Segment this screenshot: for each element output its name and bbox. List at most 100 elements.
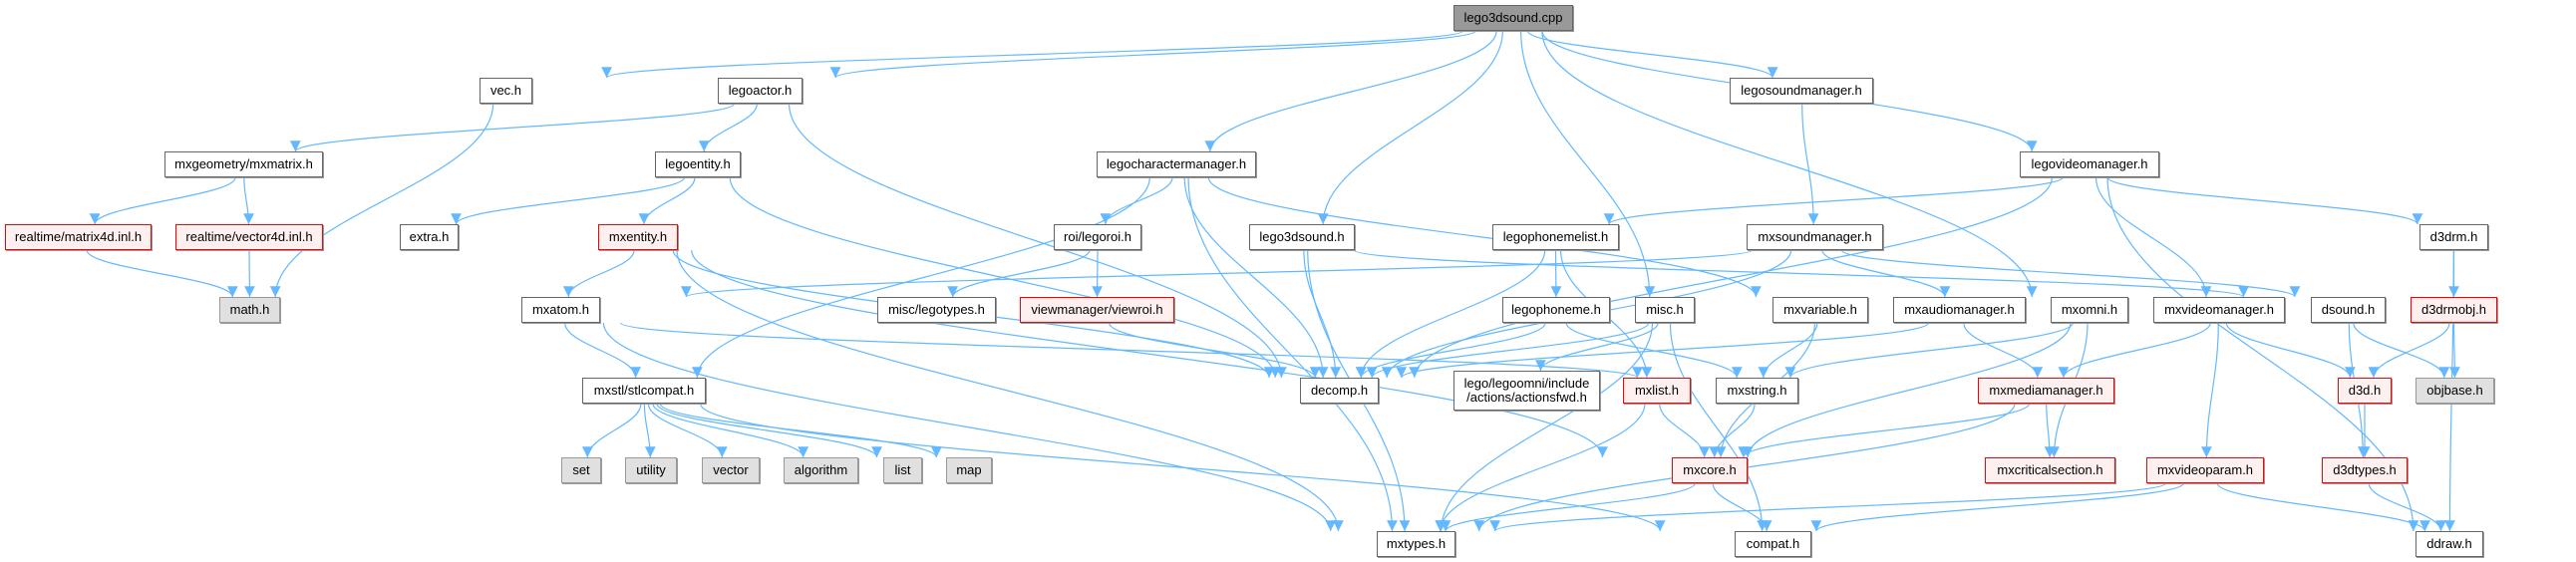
node-math[interactable]: math.h <box>219 297 280 323</box>
edge-mxentity-to-mxtypes <box>676 249 1344 532</box>
node-legophoneme[interactable]: legophoneme.h <box>1502 297 1610 323</box>
node-legophonemelist[interactable]: legophonemelist.h <box>1492 224 1619 250</box>
edge-legovideomanager-to-d3drm <box>2106 176 2423 225</box>
edge-root-to-mxomni <box>1541 30 2038 298</box>
edge-legocharactermanager-to-stlcompat <box>692 176 1150 379</box>
edge-root-to-legoactor <box>830 30 1476 79</box>
node-mxvariable[interactable]: mxvariable.h <box>1772 297 1868 323</box>
edge-mxomni-to-mxcore <box>1742 322 2072 458</box>
edge-mxvideoparam-to-ddraw <box>2216 482 2430 532</box>
node-mxomni[interactable]: mxomni.h <box>2051 297 2128 323</box>
node-misc[interactable]: misc.h <box>1635 297 1695 323</box>
edge-legoactor-to-mxmatrix <box>290 103 736 152</box>
edge-root-to-lego3dsoundh <box>1317 30 1503 225</box>
edge-legocharactermanager-to-legoroi <box>1100 176 1173 225</box>
edge-viewroi-to-decomp <box>1109 322 1321 379</box>
node-extra[interactable]: extra.h <box>400 224 459 250</box>
edge-mxcore-to-compat <box>1712 482 1772 532</box>
node-mxmatrix[interactable]: mxgeometry/mxmatrix.h <box>164 151 323 177</box>
node-vector4d[interactable]: realtime/vector4d.inl.h <box>175 224 323 250</box>
node-list[interactable]: list <box>883 457 922 483</box>
node-d3drm[interactable]: d3drm.h <box>2419 224 2488 250</box>
edge-legocharactermanager-to-mxtypes <box>1187 176 1398 532</box>
node-matrix4d[interactable]: realtime/matrix4d.inl.h <box>5 224 152 250</box>
edge-d3drmobj-to-d3d <box>2368 322 2450 379</box>
edge-stlcompat-to-vector <box>647 403 728 458</box>
node-set[interactable]: set <box>561 457 601 483</box>
edge-mxvideomanager-to-mxvideoparam <box>2201 322 2219 458</box>
edge-mxaudiomanager-to-mxmediamanager <box>1963 322 2044 379</box>
node-utility[interactable]: utility <box>625 457 677 483</box>
edge-mxmediamanager-to-mxcore <box>1738 403 2031 458</box>
node-mxatom[interactable]: mxatom.h <box>521 297 600 323</box>
edge-lego3dsoundh-to-decomp <box>1303 249 1342 379</box>
edge-root-to-legosoundmanager <box>1526 30 1778 79</box>
edge-legophoneme-to-mxstring <box>1565 322 1743 379</box>
edge-legovideomanager-to-decomp <box>1409 176 2053 379</box>
node-d3dtypes[interactable]: d3dtypes.h <box>2322 457 2408 483</box>
edge-mxvideomanager-to-d3d <box>2225 322 2356 379</box>
node-legotypes[interactable]: misc/legotypes.h <box>877 297 996 323</box>
edge-d3drmobj-to-objbase <box>2448 322 2460 379</box>
node-d3drmobj[interactable]: d3drmobj.h <box>2411 297 2497 323</box>
edge-root-to-misc <box>1520 30 1656 298</box>
node-mxvideoparam[interactable]: mxvideoparam.h <box>2146 457 2264 483</box>
node-objbase[interactable]: objbase.h <box>2415 378 2494 404</box>
edge-stlcompat-to-list <box>656 403 882 458</box>
node-mxlist[interactable]: mxlist.h <box>1623 378 1691 404</box>
edge-mxentity-to-mxatom <box>562 249 635 298</box>
node-legosoundmanager[interactable]: legosoundmanager.h <box>1730 78 1873 104</box>
node-algorithm[interactable]: algorithm <box>784 457 858 483</box>
edge-mxstring-to-mxcore <box>1709 403 1756 458</box>
edge-mxatom-to-mxtypes <box>602 322 1337 532</box>
node-decomp[interactable]: decomp.h <box>1300 378 1379 404</box>
node-vec[interactable]: vec.h <box>480 78 532 104</box>
node-map[interactable]: map <box>946 457 992 483</box>
node-d3d[interactable]: d3d.h <box>2338 378 2392 404</box>
node-mxtypes[interactable]: mxtypes.h <box>1377 531 1455 557</box>
node-mxstring[interactable]: mxstring.h <box>1716 378 1798 404</box>
node-legoactor[interactable]: legoactor.h <box>718 78 803 104</box>
edge-misc-to-actionsfwd <box>1535 322 1659 372</box>
node-mxaudiomanager[interactable]: mxaudiomanager.h <box>1893 297 2026 323</box>
edge-lego3dsoundh-to-dsound <box>1353 249 2249 298</box>
edge-legophonemelist-to-decomp <box>1355 249 1546 379</box>
edge-matrix4d-to-math <box>86 249 238 298</box>
edge-mxmediamanager-to-mxcriticalsection <box>2044 403 2056 458</box>
edge-legophoneme-to-decomp <box>1355 322 1546 379</box>
node-dsound[interactable]: dsound.h <box>2311 297 2386 323</box>
edge-legoentity-to-extra <box>451 176 686 225</box>
node-stlcompat[interactable]: mxstl/stlcompat.h <box>582 378 706 404</box>
node-mxsoundmanager[interactable]: mxsoundmanager.h <box>1747 224 1883 250</box>
edge-stlcompat-to-set <box>581 403 642 458</box>
node-mxentity[interactable]: mxentity.h <box>598 224 678 250</box>
edge-mxomni-to-mxstring <box>1784 322 2074 379</box>
edge-mxlist-to-mxtypes <box>1435 403 1646 532</box>
node-viewroi[interactable]: viewmanager/viewroi.h <box>1020 297 1174 323</box>
edge-mxaudiomanager-to-decomp <box>1396 322 1929 379</box>
edge-vec-to-math <box>269 103 494 298</box>
node-mxmediamanager[interactable]: mxmediamanager.h <box>1978 378 2114 404</box>
edge-mxsoundmanager-to-mxaudiomanager <box>1821 249 1951 298</box>
node-ddraw[interactable]: ddraw.h <box>2415 531 2483 557</box>
node-root[interactable]: lego3dsound.cpp <box>1453 5 1573 31</box>
edge-mxsoundmanager-to-mxatom <box>681 249 1754 298</box>
node-legocharactermanager[interactable]: legocharactermanager.h <box>1097 151 1256 177</box>
node-actionsfwd[interactable]: lego/legoomni/include /actions/actionsfw… <box>1453 371 1600 411</box>
node-lego3dsoundh[interactable]: lego3dsound.h <box>1249 224 1355 250</box>
edge-stlcompat-to-utility <box>643 403 656 458</box>
edge-legosoundmanager-to-mxsoundmanager <box>1801 103 1819 225</box>
edge-legocharactermanager-to-mxvariable <box>1207 176 1762 298</box>
edge-mxentity-to-mxcore <box>691 249 1608 458</box>
edge-mxatom-to-stlcompat <box>564 322 642 379</box>
node-legoroi[interactable]: roi/legoroi.h <box>1054 224 1141 250</box>
node-compat[interactable]: compat.h <box>1735 531 1811 557</box>
node-mxcore[interactable]: mxcore.h <box>1672 457 1748 483</box>
node-legovideomanager[interactable]: legovideomanager.h <box>2020 151 2159 177</box>
edge-dsound-to-objbase <box>2353 322 2450 379</box>
node-legoentity[interactable]: legoentity.h <box>655 151 741 177</box>
node-mxvideomanager[interactable]: mxvideomanager.h <box>2153 297 2285 323</box>
edge-legoentity-to-mxentity <box>638 176 696 225</box>
node-vector[interactable]: vector <box>702 457 760 483</box>
node-mxcriticalsection[interactable]: mxcriticalsection.h <box>1985 457 2115 483</box>
